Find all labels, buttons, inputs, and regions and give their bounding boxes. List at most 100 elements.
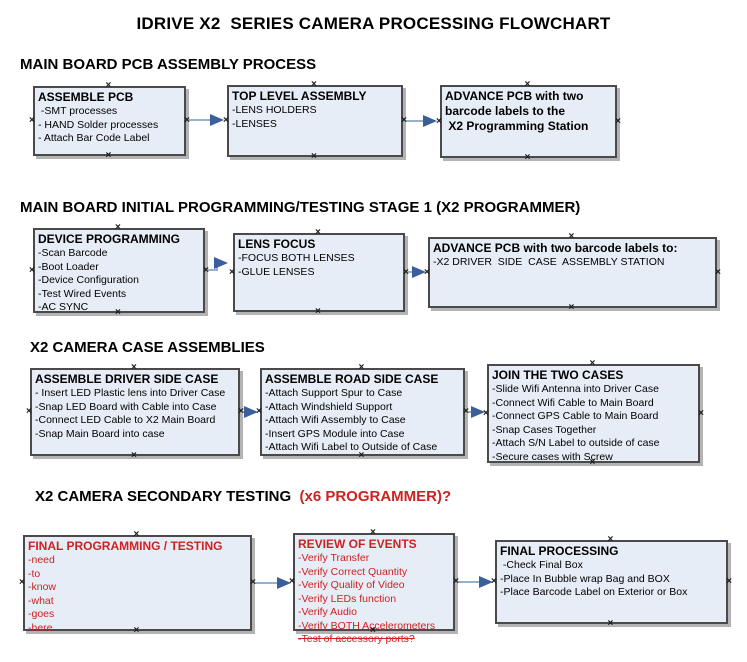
- box-item: -AC SYNC: [38, 301, 89, 313]
- arrow-deviceprog-to-lensfocus[interactable]: [206, 257, 228, 271]
- connection-handle-icon: ×: [19, 577, 25, 588]
- connection-handle-icon: ×: [289, 576, 295, 587]
- connection-handle-icon: ×: [223, 115, 229, 126]
- box-item: -LENSES: [232, 117, 277, 130]
- box-item: -goes: [28, 608, 55, 620]
- connection-handle-icon: ×: [607, 618, 614, 629]
- connection-handle-icon: ×: [315, 306, 321, 317]
- connection-handle-icon: ×: [436, 115, 442, 127]
- box-item: -FOCUS BOTH LENSES: [238, 252, 355, 264]
- section-header-case-assemblies: X2 CAMERA CASE ASSEMBLIES: [30, 339, 265, 356]
- connection-handle-icon: ×: [29, 264, 35, 276]
- connection-handle-icon: ×: [615, 115, 621, 127]
- flow-box-join-the-two-cases[interactable]: ×××× JOIN THE TWO CASES -Slide Wifi Ante…: [483, 359, 704, 468]
- box-item-struck: -Test of accessory ports?: [298, 633, 415, 645]
- connection-handle-icon: ×: [26, 406, 32, 417]
- box-item: -Attach Windshield Support: [265, 400, 393, 413]
- box-item: -Connect GPS Cable to Main Board: [492, 410, 659, 422]
- box-item: -Device Configuration: [38, 274, 139, 286]
- flow-box-assemble-driver-side-case[interactable]: ×××× ASSEMBLE DRIVER SIDE CASE - Insert …: [26, 363, 244, 461]
- connection-handle-icon: ×: [256, 406, 262, 417]
- connection-handle-icon: ×: [483, 407, 489, 419]
- box-title: ASSEMBLE PCB: [38, 90, 134, 104]
- connection-handle-icon: ×: [311, 151, 317, 162]
- page-title: IDRIVE X2 SERIES CAMERA PROCESSING FLOWC…: [136, 14, 611, 33]
- box-item: -Verify BOTH Accelerometers: [298, 619, 436, 632]
- flow-box-device-programming[interactable]: ×××× DEVICE PROGRAMMING -Scan Barcode -B…: [29, 223, 209, 318]
- connection-handle-icon: ×: [424, 266, 430, 278]
- box-item: -need: [28, 554, 55, 566]
- connection-handle-icon: ×: [524, 152, 531, 163]
- section-header-secondary-testing: X2 CAMERA SECONDARY TESTING (x6 PROGRAMM…: [35, 488, 451, 505]
- box-item: - HAND Solder processes: [38, 118, 159, 131]
- box-item: -Check Final Box: [500, 559, 583, 571]
- connection-handle-icon: ×: [131, 450, 137, 461]
- flow-box-top-level-assembly[interactable]: ×××× TOP LEVEL ASSEMBLY -LENS HOLDERS -L…: [223, 80, 407, 162]
- flow-box-advance-pcb-driver-side-station[interactable]: ×××× ADVANCE PCB with two barcode labels…: [424, 232, 721, 313]
- box-item: -Test Wired Events: [38, 287, 127, 300]
- connection-handle-icon: ×: [698, 407, 704, 419]
- flow-box-lens-focus[interactable]: ×××× LENS FOCUS -FOCUS BOTH LENSES -GLUE…: [229, 228, 409, 317]
- box-title: ADVANCE PCB with two barcode labels to:: [433, 241, 678, 255]
- box-title: ASSEMBLE DRIVER SIDE CASE: [35, 372, 219, 386]
- box-item: -Verify Quality of Video: [298, 579, 405, 591]
- box-item: -Attach Wifi Assembly to Case: [265, 414, 406, 426]
- box-item: -Verify Audio: [298, 606, 357, 618]
- flow-box-assemble-road-side-case[interactable]: ×××× ASSEMBLE ROAD SIDE CASE -Attach Sup…: [256, 363, 469, 461]
- flow-box-advance-pcb-programming-station[interactable]: ×××× ADVANCE PCB with two barcode labels…: [436, 80, 621, 163]
- section-header-initial-programming: MAIN BOARD INITIAL PROGRAMMING/TESTING S…: [20, 199, 581, 216]
- box-title: ADVANCE PCB with two barcode labels to t…: [445, 89, 589, 133]
- box-item: -to: [28, 567, 41, 580]
- connection-handle-icon: ×: [715, 266, 721, 278]
- box-item: -know: [28, 581, 57, 593]
- box-title: ASSEMBLE ROAD SIDE CASE: [265, 372, 439, 386]
- box-item: -Attach Wifi Label to Outside of Case: [265, 441, 438, 453]
- box-item: -Verify Transfer: [298, 552, 370, 564]
- box-item: -SMT processes: [38, 105, 118, 117]
- box-item: -Connect Wifi Cable to Main Board: [492, 396, 654, 409]
- box-item: -Secure cases with Screw: [492, 450, 613, 463]
- box-item: -Connect LED Cable to X2 Main Board: [35, 414, 216, 426]
- box-item: -Snap Main Board into case: [35, 427, 165, 440]
- box-item: -Place In Bubble wrap Bag and BOX: [500, 572, 670, 585]
- box-item: -Snap LED Board with Cable into Case: [35, 400, 217, 413]
- section-header-red-text: (x6 PROGRAMMER)?: [299, 488, 452, 505]
- flow-box-final-programming-testing[interactable]: ×××× FINAL PROGRAMMING / TESTING -need -…: [19, 530, 256, 636]
- box-item: -X2 DRIVER SIDE CASE ASSEMBLY STATION: [433, 256, 665, 268]
- flow-box-assemble-pcb[interactable]: ×××× ASSEMBLE PCB -SMT processes - HAND …: [29, 81, 190, 161]
- connection-handle-icon: ×: [29, 115, 35, 126]
- box-item: -Verify Correct Quantity: [298, 565, 408, 578]
- connection-handle-icon: ×: [491, 576, 497, 587]
- box-item: -here: [28, 621, 53, 634]
- connection-handle-icon: ×: [105, 150, 112, 161]
- box-item: - Insert LED Plastic lens into Driver Ca…: [35, 387, 226, 399]
- box-item: -Insert GPS Module into Case: [265, 427, 405, 440]
- box-title: LENS FOCUS: [238, 237, 316, 251]
- connection-handle-icon: ×: [568, 302, 575, 313]
- connection-handle-icon: ×: [726, 576, 732, 587]
- box-item: -Slide Wifi Antenna into Driver Case: [492, 383, 659, 395]
- box-item: -LENS HOLDERS: [232, 104, 317, 116]
- section-header-pcb-assembly: MAIN BOARD PCB ASSEMBLY PROCESS: [20, 56, 317, 73]
- section-header-text: X2 CAMERA SECONDARY TESTING: [35, 488, 300, 505]
- box-item: -Place Barcode Label on Exterior or Box: [500, 586, 688, 598]
- box-item: - Attach Bar Code Label: [38, 132, 150, 144]
- box-item: -Attach S/N Label to outside of case: [492, 437, 660, 449]
- box-item: -what: [28, 594, 54, 607]
- connection-handle-icon: ×: [229, 266, 235, 278]
- box-item: -Snap Cases Together: [492, 423, 597, 436]
- box-title: JOIN THE TWO CASES: [492, 368, 624, 382]
- box-title: FINAL PROCESSING: [500, 544, 619, 558]
- box-item: -Attach Support Spur to Case: [265, 387, 403, 399]
- box-title: REVIEW OF EVENTS: [298, 537, 417, 551]
- box-title: FINAL PROGRAMMING / TESTING: [28, 539, 223, 553]
- box-item: -Scan Barcode: [38, 247, 108, 259]
- flow-box-review-of-events[interactable]: ×××× REVIEW OF EVENTS -Verify Transfer -…: [289, 528, 459, 646]
- box-title: DEVICE PROGRAMMING: [38, 232, 181, 246]
- box-title: TOP LEVEL ASSEMBLY: [232, 89, 367, 103]
- box-item: -GLUE LENSES: [238, 265, 315, 278]
- flow-box-final-processing[interactable]: ×××× FINAL PROCESSING -Check Final Box -…: [491, 535, 732, 629]
- box-item: -Verify LEDs function: [298, 592, 397, 605]
